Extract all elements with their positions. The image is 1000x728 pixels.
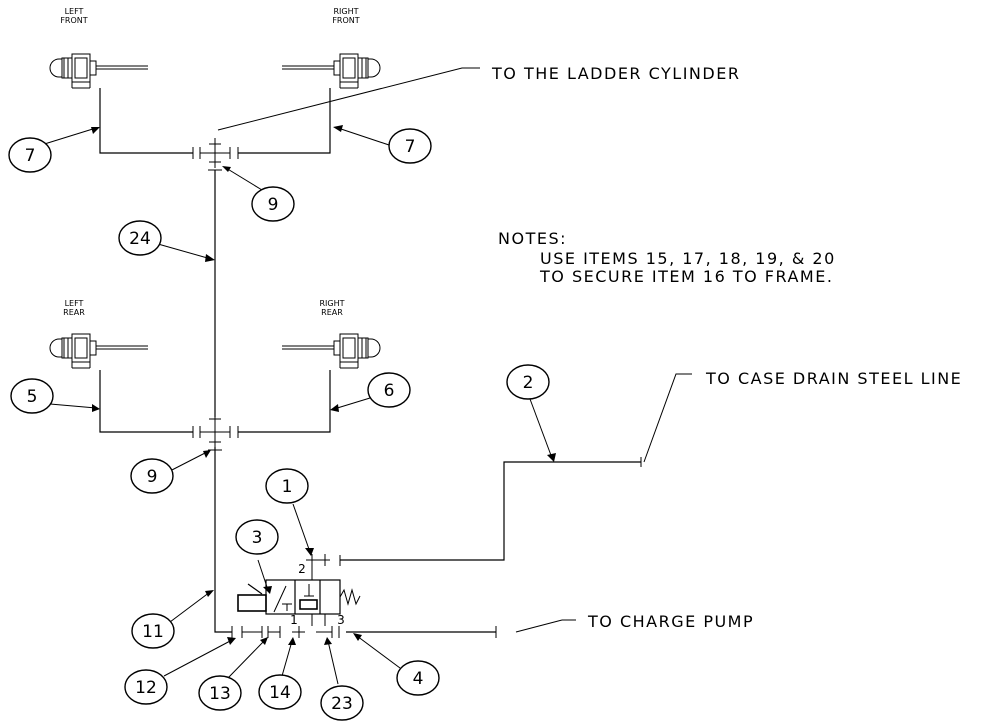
svg-text:9: 9 [268, 195, 279, 215]
svg-text:12: 12 [135, 678, 157, 698]
notes-line-2: TO SECURE ITEM 16 TO FRAME. [539, 267, 833, 286]
svg-text:14: 14 [269, 683, 291, 703]
label-front: FRONT [332, 16, 359, 25]
notes: NOTES: USE ITEMS 15, 17, 18, 19, & 20 TO… [498, 229, 836, 286]
balloon-3: 3 [235, 519, 279, 555]
valve-port-1: 1 [290, 613, 298, 627]
cylinder-left-rear [49, 333, 149, 369]
svg-text:2: 2 [523, 373, 534, 393]
cylinder-right-rear [282, 334, 380, 368]
svg-text:9: 9 [147, 467, 158, 487]
leader-lines [37, 125, 556, 685]
svg-text:13: 13 [209, 684, 231, 704]
notes-title: NOTES: [498, 229, 567, 248]
balloon-13: 13 [198, 675, 242, 711]
fitting-port-2 [306, 554, 341, 568]
label-rear: REAR [63, 308, 85, 317]
notes-line-1: USE ITEMS 15, 17, 18, 19, & 20 [540, 249, 836, 268]
svg-text:6: 6 [384, 381, 395, 401]
label-left: LEFT [65, 299, 84, 308]
svg-text:1: 1 [282, 477, 293, 497]
hose-lines [99, 67, 692, 638]
directional-valve [237, 568, 361, 626]
cross-fitting-top [192, 138, 239, 171]
svg-text:11: 11 [142, 622, 164, 642]
callout-case-drain: TO CASE DRAIN STEEL LINE [705, 369, 962, 388]
callout-ladder-cylinder: TO THE LADDER CYLINDER [491, 64, 740, 83]
balloon-11: 11 [131, 613, 175, 649]
svg-text:4: 4 [413, 669, 424, 689]
balloon-2: 2 [506, 364, 550, 400]
balloon-7-right: 7 [388, 128, 432, 164]
label-left: LEFT [65, 7, 84, 16]
svg-text:5: 5 [27, 387, 38, 407]
valve-port-2: 2 [298, 562, 306, 576]
balloon-14: 14 [258, 674, 302, 710]
svg-text:23: 23 [331, 694, 353, 714]
cross-fitting-bottom [192, 417, 239, 451]
balloon-23: 23 [320, 685, 364, 721]
label-front: FRONT [60, 16, 87, 25]
valve-port-3: 3 [337, 613, 345, 627]
svg-text:7: 7 [25, 146, 36, 166]
cylinder-left-front [49, 53, 149, 89]
svg-text:3: 3 [252, 528, 263, 548]
label-rear: REAR [321, 308, 343, 317]
balloon-6: 6 [367, 372, 411, 408]
balloon-4: 4 [396, 660, 440, 696]
balloon-24: 24 [118, 220, 162, 256]
balloon-1: 1 [265, 468, 309, 504]
balloon-7-left: 7 [8, 137, 52, 173]
callout-charge-pump: TO CHARGE PUMP [587, 612, 754, 631]
balloon-5: 5 [10, 378, 54, 414]
balloon-12: 12 [124, 669, 168, 705]
cylinder-right-front [282, 54, 380, 88]
label-right: RIGHT [333, 7, 358, 16]
svg-text:7: 7 [405, 137, 416, 157]
svg-text:24: 24 [129, 229, 151, 249]
balloon-9-top: 9 [251, 186, 295, 222]
fittings-row [231, 626, 340, 638]
balloon-9-bottom: 9 [130, 458, 174, 494]
label-right: RIGHT [319, 299, 344, 308]
